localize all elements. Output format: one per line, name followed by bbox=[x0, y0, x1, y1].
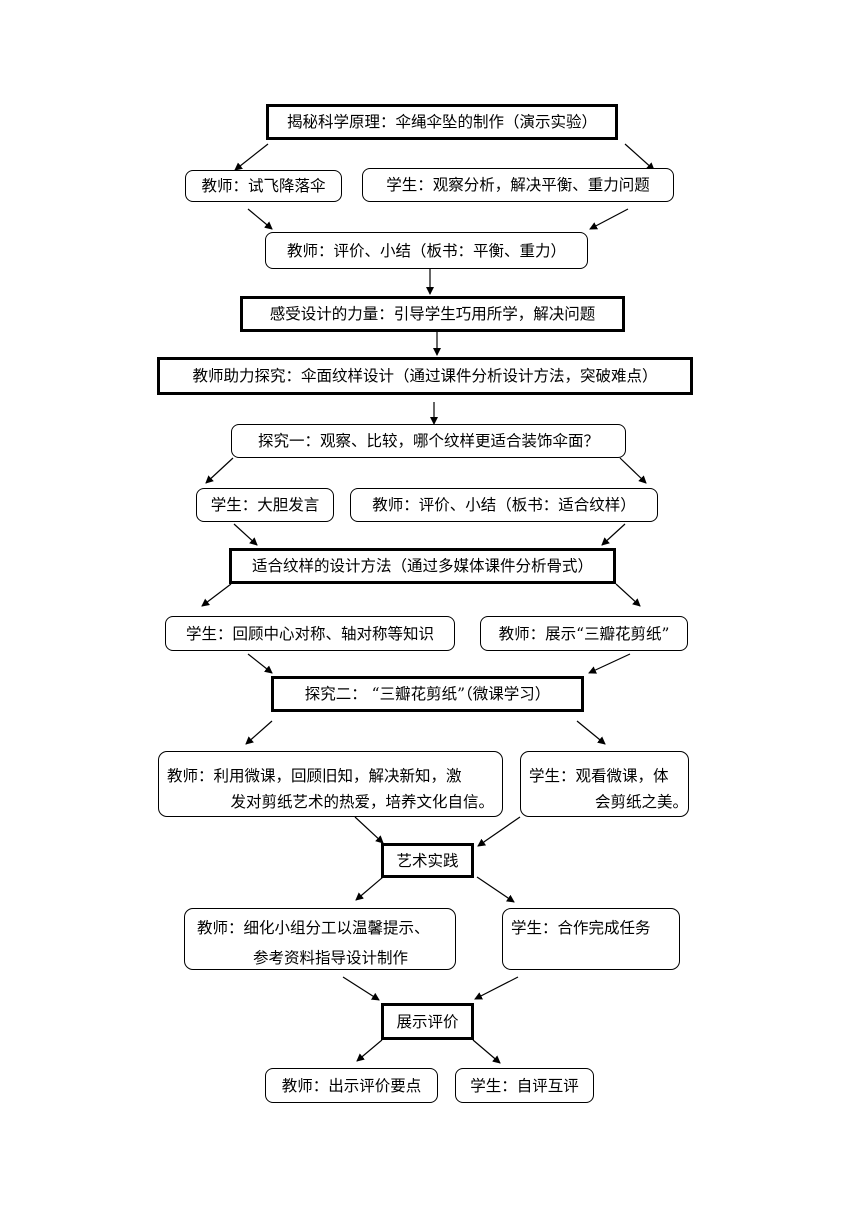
arrow bbox=[354, 816, 384, 844]
node-line-1: 教师：利用微课，回顾旧知，解决新知，激 bbox=[167, 767, 462, 785]
exploration-one-node: 探究一：观察、比较，哪个纹样更适合装饰伞面？ bbox=[231, 424, 626, 458]
arrow bbox=[576, 720, 606, 745]
teacher-test-parachute-node: 教师：试飞降落伞 bbox=[185, 170, 342, 202]
node-line-2: 参考资料指导设计制作 bbox=[253, 949, 409, 967]
arrow bbox=[342, 976, 380, 1001]
arrow bbox=[245, 720, 273, 745]
arrow bbox=[356, 1039, 383, 1062]
demo-experiment-node: 揭秘科学原理：伞绳伞坠的制作（演示实验） bbox=[266, 104, 618, 140]
node-line-2: 发对剪纸艺术的热爱，培养文化自信。 bbox=[230, 793, 494, 811]
arrow bbox=[615, 583, 641, 607]
pattern-design-method-node: 适合纹样的设计方法（通过多媒体课件分析骨式） bbox=[229, 548, 616, 584]
arrow bbox=[589, 208, 629, 230]
student-watch-microlesson-node: 学生：观看微课，体 会剪纸之美。 bbox=[520, 751, 689, 817]
arrow bbox=[205, 457, 234, 484]
student-cooperate-node: 学生：合作完成任务 bbox=[502, 908, 680, 970]
teacher-group-guidance-node: 教师：细化小组分工以温馨提示、 参考资料指导设计制作 bbox=[184, 908, 456, 970]
node-line-1: 教师：细化小组分工以温馨提示、 bbox=[197, 919, 430, 937]
teacher-summary-balance-node: 教师：评价、小结（板书：平衡、重力） bbox=[265, 232, 588, 269]
student-analysis-node: 学生：观察分析，解决平衡、重力问题 bbox=[362, 168, 674, 202]
arrow bbox=[476, 876, 515, 903]
art-practice-node: 艺术实践 bbox=[381, 843, 474, 878]
show-evaluation-node: 展示评价 bbox=[381, 1003, 474, 1040]
teacher-guided-exploration-node: 教师助力探究：伞面纹样设计（通过课件分析设计方法，突破难点） bbox=[157, 357, 693, 395]
arrow bbox=[588, 653, 631, 674]
teacher-summary-pattern-node: 教师：评价、小结（板书：适合纹样） bbox=[350, 488, 658, 522]
arrow bbox=[247, 653, 273, 674]
arrow bbox=[233, 523, 258, 546]
arrow bbox=[355, 876, 384, 901]
arrow bbox=[624, 143, 655, 171]
exploration-two-node: 探究二： “三瓣花剪纸”（微课学习） bbox=[271, 676, 584, 712]
student-review-symmetry-node: 学生：回顾中心对称、轴对称等知识 bbox=[165, 616, 455, 651]
teacher-evaluation-points-node: 教师：出示评价要点 bbox=[265, 1068, 438, 1103]
arrow bbox=[472, 1039, 501, 1064]
teacher-show-papercut-node: 教师：展示“三瓣花剪纸” bbox=[480, 616, 688, 651]
student-self-evaluation-node: 学生：自评互评 bbox=[455, 1068, 594, 1103]
node-line-1: 学生：观看微课，体 bbox=[529, 767, 669, 785]
student-speak-node: 学生：大胆发言 bbox=[196, 488, 334, 522]
node-line-2: 会剪纸之美。 bbox=[595, 793, 689, 811]
arrow bbox=[234, 143, 269, 171]
design-power-node: 感受设计的力量：引导学生巧用所学，解决问题 bbox=[240, 296, 625, 332]
arrow bbox=[601, 523, 626, 546]
node-line-1: 学生：合作完成任务 bbox=[511, 919, 651, 937]
arrow bbox=[201, 583, 232, 607]
arrow bbox=[477, 816, 521, 847]
arrow bbox=[474, 976, 519, 1000]
arrow bbox=[619, 457, 647, 484]
teacher-microlesson-node: 教师：利用微课，回顾旧知，解决新知，激 发对剪纸艺术的热爱，培养文化自信。 bbox=[158, 751, 503, 817]
arrow bbox=[247, 208, 273, 230]
